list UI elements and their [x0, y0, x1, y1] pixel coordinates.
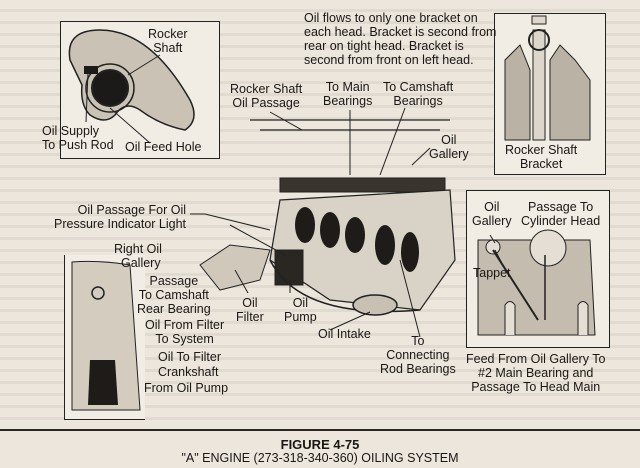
label-crankshaft: Crankshaft	[158, 365, 219, 379]
label-to-connecting-rod: To Connecting Rod Bearings	[380, 334, 456, 376]
label-line: To System	[155, 332, 214, 346]
label-line: Cylinder Head	[521, 214, 601, 228]
label-line: #2 Main Bearing and	[478, 366, 594, 380]
label-line: Bearings	[323, 94, 373, 108]
label-oil-from-filter: Oil From Filter To System	[145, 318, 224, 346]
label-line: Bearings	[393, 94, 443, 108]
label-oil-gallery-right: Oil Gallery	[472, 200, 512, 228]
label-line: Oil Passage	[232, 96, 300, 110]
note-line: each head. Bracket is second from	[304, 25, 497, 39]
label-oil-intake: Oil Intake	[318, 327, 371, 341]
label-passage-camshaft-rear: Passage To Camshaft Rear Bearing	[137, 274, 211, 316]
label-oil-gallery-top: Oil Gallery	[429, 133, 469, 161]
label-line: Gallery	[121, 256, 161, 270]
label-line: Oil	[292, 296, 308, 310]
label-line: To Main	[325, 80, 370, 94]
label-to-camshaft-bearings: To Camshaft Bearings	[383, 80, 453, 108]
tappet-drawing	[477, 229, 596, 336]
label-line: Passage	[149, 274, 199, 288]
label-tappet: Tappet	[473, 266, 511, 280]
label-line: Gallery	[472, 214, 512, 228]
note-text: Oil flows to only one bracket on each he…	[304, 11, 496, 67]
note-line: Oil flows to only one bracket on	[304, 11, 478, 25]
label-line: Right Oil	[114, 242, 162, 256]
label-rocker-shaft: Rocker Shaft	[148, 27, 188, 55]
label-from-oil-pump: From Oil Pump	[144, 381, 229, 395]
label-line: To Push Rod	[42, 138, 114, 152]
label-line: Gallery	[429, 147, 469, 161]
rocker-bracket-drawing	[504, 15, 591, 141]
label-line: Bracket	[519, 157, 563, 171]
label-oil-supply-push-rod: Oil Supply To Push Rod	[42, 124, 114, 152]
label-line: Rocker Shaft	[230, 82, 303, 96]
label-oil-pump: Oil Pump	[284, 296, 317, 324]
leader-lines	[190, 107, 506, 338]
label-oil-to-filter: Oil To Filter	[158, 350, 221, 364]
label-feed-from-gallery: Feed From Oil Gallery To #2 Main Bearing…	[466, 352, 605, 394]
label-line: Oil Passage For Oil	[77, 203, 187, 217]
label-line: Pump	[284, 310, 317, 324]
label-line: Oil Supply	[42, 124, 99, 138]
crankshaft-section-drawing	[71, 260, 141, 411]
label-line: Rod Bearings	[380, 362, 456, 376]
label-line: Oil	[242, 296, 258, 310]
label-line: Pressure Indicator Light	[54, 217, 187, 231]
label-oil-feed-hole: Oil Feed Hole	[125, 140, 202, 154]
label-line: Passage To	[528, 200, 594, 214]
diagram-drawing	[68, 15, 596, 411]
label-line: Rocker	[148, 27, 188, 41]
label-to-main-bearings: To Main Bearings	[323, 80, 372, 108]
label-line: Filter	[236, 310, 264, 324]
label-line: Oil	[441, 133, 457, 147]
label-line: Shaft	[153, 41, 183, 55]
label-line: Oil From Filter	[145, 318, 225, 332]
caption-divider	[0, 429, 640, 431]
label-rocker-shaft-oil-passage: Rocker Shaft Oil Passage	[230, 82, 302, 110]
label-line: Feed From Oil Gallery To	[466, 352, 606, 366]
label-right-oil-gallery: Right Oil Gallery	[114, 242, 162, 270]
label-line: To	[411, 334, 425, 348]
rocker-arm-drawing	[68, 29, 195, 144]
engine-drawing	[199, 119, 456, 316]
label-line: To Camshaft	[383, 80, 454, 94]
label-line: Rear Bearing	[137, 302, 211, 316]
label-oil-filter: Oil Filter	[236, 296, 264, 324]
figure-number: FIGURE 4-75	[280, 437, 360, 452]
label-line: Connecting	[386, 348, 450, 362]
label-rocker-shaft-bracket: Rocker Shaft Bracket	[505, 143, 577, 171]
label-line: Passage To Head Main	[471, 380, 601, 394]
note-line: second from front on left head.	[304, 53, 474, 67]
note-line: rear on tight head. Bracket is	[304, 39, 464, 53]
label-oil-passage-indicator: Oil Passage For Oil Pressure Indicator L…	[54, 203, 186, 231]
label-passage-cylinder-head: Passage To Cylinder Head	[521, 200, 600, 228]
label-line: Oil	[484, 200, 500, 214]
figure-title: "A" ENGINE (273-318-340-360) OILING SYST…	[181, 451, 459, 465]
label-line: To Camshaft	[138, 288, 209, 302]
label-line: Rocker Shaft	[505, 143, 578, 157]
